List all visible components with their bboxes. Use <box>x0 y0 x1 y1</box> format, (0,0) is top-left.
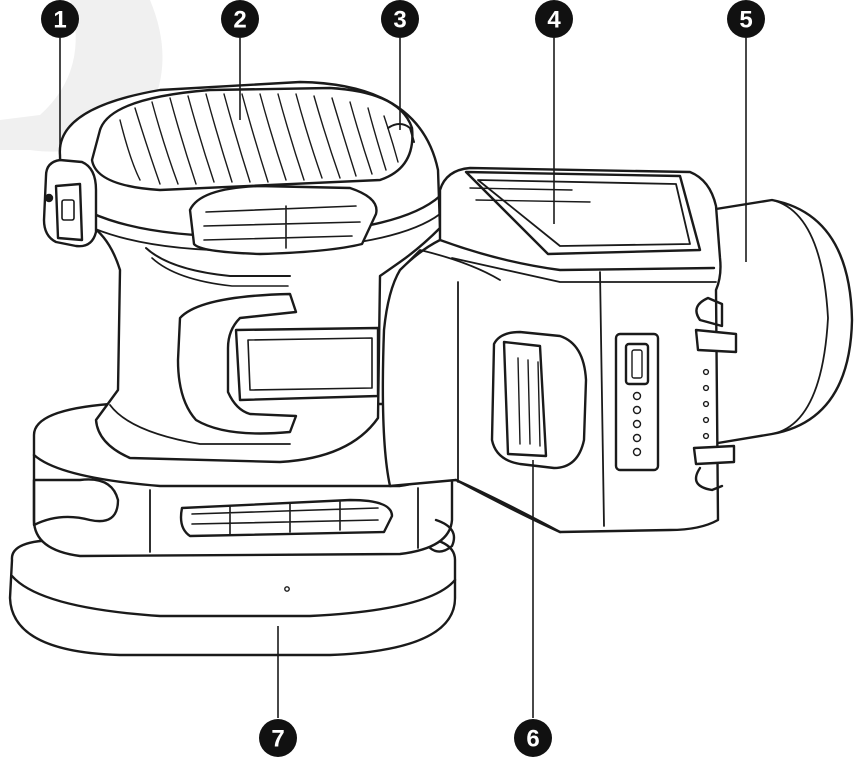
callout-3: 3 <box>381 0 419 38</box>
callout-1: 1 <box>41 0 79 38</box>
callout-4: 4 <box>535 0 573 38</box>
callout-6: 6 <box>514 719 552 757</box>
battery-pack <box>381 166 738 534</box>
callout-5: 5 <box>727 0 765 38</box>
svg-text:3: 3 <box>393 7 406 34</box>
svg-text:7: 7 <box>271 726 284 753</box>
svg-text:5: 5 <box>739 7 752 34</box>
leader-lines <box>59 38 747 718</box>
svg-text:6: 6 <box>526 726 539 753</box>
svg-text:4: 4 <box>547 7 561 34</box>
callout-7: 7 <box>259 719 297 757</box>
svg-text:2: 2 <box>233 7 246 34</box>
svg-text:1: 1 <box>53 7 66 34</box>
power-switch <box>42 158 98 248</box>
sander-illustration <box>8 80 854 657</box>
top-grip <box>90 86 415 192</box>
callout-2: 2 <box>221 0 259 38</box>
